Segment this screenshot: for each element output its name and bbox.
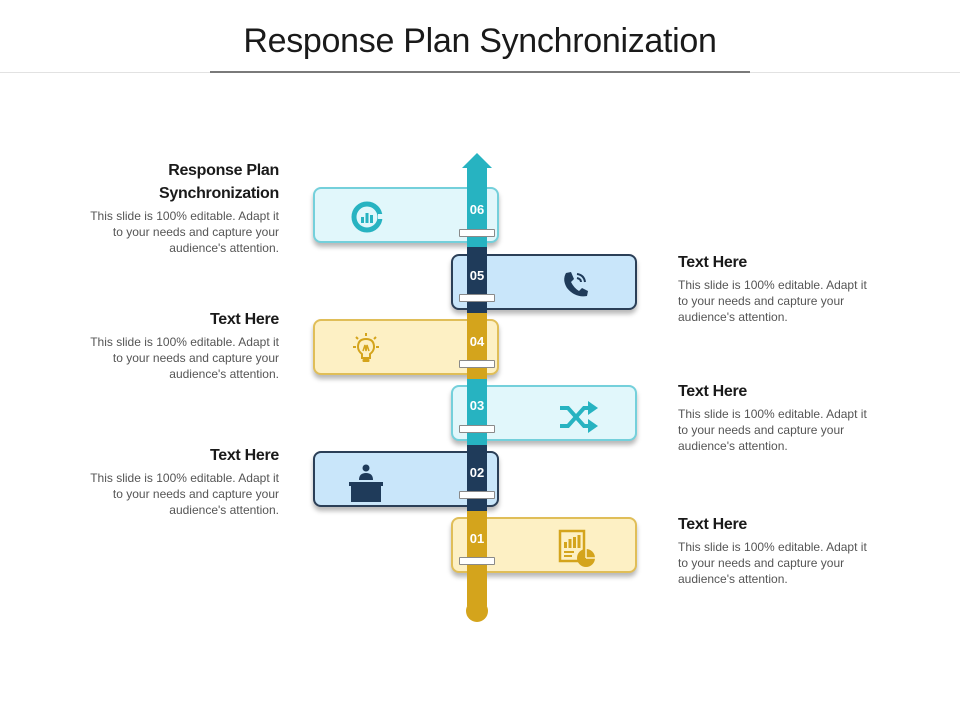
stem-base-circle	[466, 600, 488, 622]
text-block-body: This slide is 100% editable. Adapt it to…	[90, 209, 279, 255]
text-block-03: Text Here This slide is 100% editable. A…	[678, 380, 878, 454]
text-block-heading: Text Here	[209, 447, 279, 464]
text-block-heading: Text Here	[209, 311, 279, 328]
ring-05	[459, 294, 495, 302]
ring-01	[459, 557, 495, 565]
stem-segment-06	[467, 166, 487, 247]
text-block-body: This slide is 100% editable. Adapt it to…	[90, 471, 279, 517]
ring-02	[459, 491, 495, 499]
step-number-05: 05	[469, 268, 485, 283]
text-block-body: This slide is 100% editable. Adapt it to…	[90, 335, 279, 381]
text-block-body: This slide is 100% editable. Adapt it to…	[678, 278, 867, 324]
ring-03	[459, 425, 495, 433]
text-block-02: Text Here This slide is 100% editable. A…	[79, 444, 279, 518]
text-block-04: Text Here This slide is 100% editable. A…	[79, 308, 279, 382]
ring-04	[459, 360, 495, 368]
shuffle-arrows-icon	[560, 401, 598, 433]
text-block-01: Text Here This slide is 100% editable. A…	[678, 513, 878, 587]
ring-06	[459, 229, 495, 237]
step-number-04: 04	[469, 334, 485, 349]
step-number-02: 02	[469, 465, 485, 480]
step-number-01: 01	[469, 531, 485, 546]
podium-speaker-icon	[349, 464, 383, 502]
step-number-06: 06	[469, 202, 485, 217]
text-block-body: This slide is 100% editable. Adapt it to…	[678, 540, 867, 586]
text-block-heading: Response Plan Synchronization	[159, 162, 279, 202]
step-number-03: 03	[469, 398, 485, 413]
lightbulb-icon	[353, 333, 379, 362]
text-block-heading: Text Here	[678, 254, 748, 271]
report-chart-icon	[558, 529, 595, 567]
text-block-05: Text Here This slide is 100% editable. A…	[678, 251, 878, 325]
stem-arrowhead	[462, 153, 492, 168]
page-title: Response Plan Synchronization	[243, 22, 717, 60]
text-block-heading: Text Here	[678, 383, 748, 400]
text-block-intro: Response Plan Synchronization This slide…	[79, 159, 279, 256]
text-block-body: This slide is 100% editable. Adapt it to…	[678, 407, 867, 453]
pie-chart-icon	[351, 201, 384, 233]
title-divider	[210, 71, 750, 73]
phone-icon	[564, 272, 588, 297]
text-block-heading: Text Here	[678, 516, 748, 533]
